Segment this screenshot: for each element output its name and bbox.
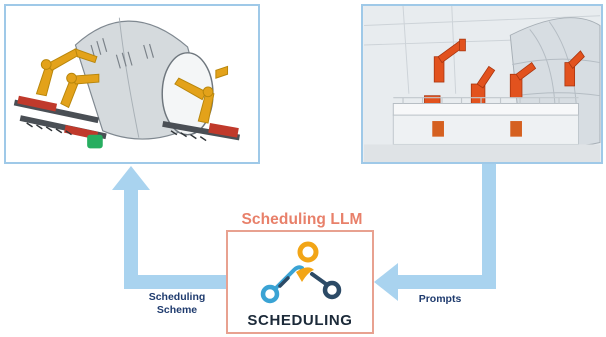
robot-assembly-line-photo [364, 6, 601, 162]
prompts-label: Prompts [418, 293, 462, 305]
scheduling-nodes-icon [260, 241, 342, 304]
llm-title: Scheduling LLM [241, 211, 363, 228]
scheme-arrow [112, 166, 226, 289]
prompts-arrow [374, 164, 496, 301]
robot-simulation-panel [4, 4, 260, 164]
robot-cell-simulation-image [13, 17, 241, 149]
scheduling-scheme-label: Scheduling Scheme [148, 291, 206, 316]
scheduling-llm-box: SCHEDULING [226, 230, 374, 334]
logo-text: SCHEDULING [247, 312, 353, 329]
robot-assembly-photo-panel [361, 4, 603, 164]
